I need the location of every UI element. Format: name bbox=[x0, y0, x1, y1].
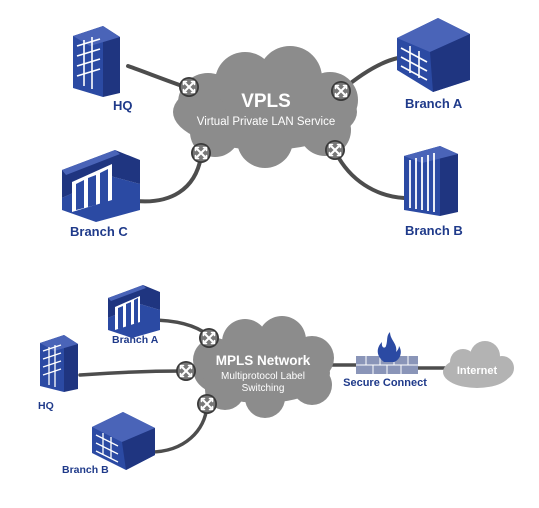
site-label-hq: HQ bbox=[113, 98, 133, 113]
router-icon bbox=[330, 80, 352, 102]
building-icon bbox=[73, 26, 120, 97]
router-icon bbox=[324, 139, 346, 161]
building-icon bbox=[404, 146, 458, 216]
mpls-subtitle-line2: Switching bbox=[242, 383, 285, 394]
link-branch-b bbox=[334, 151, 406, 200]
warehouse-icon bbox=[62, 150, 140, 222]
warehouse-icon bbox=[108, 285, 160, 338]
mpls-title: MPLS Network bbox=[216, 353, 311, 368]
link-branch-c bbox=[134, 155, 203, 204]
router-icon bbox=[178, 76, 200, 98]
firewall-icon bbox=[356, 332, 418, 374]
router-icon bbox=[190, 142, 212, 164]
site-label-branch-b: Branch B bbox=[405, 223, 463, 238]
building-icon bbox=[92, 412, 155, 470]
firewall-label: Secure Connect bbox=[343, 377, 427, 389]
router-icon bbox=[175, 360, 197, 382]
bottom-site-label-branch-a: Branch A bbox=[112, 334, 159, 346]
link-bottom-hq bbox=[78, 369, 187, 377]
site-label-branch-a: Branch A bbox=[405, 96, 463, 111]
router-icon bbox=[196, 393, 218, 415]
internet-cloud bbox=[443, 341, 514, 388]
link-hq bbox=[126, 64, 190, 90]
bottom-site-label-hq: HQ bbox=[38, 400, 54, 412]
building-icon bbox=[397, 18, 470, 92]
vpls-subtitle: Virtual Private LAN Service bbox=[197, 116, 335, 128]
link-bottom-branch-b bbox=[148, 404, 209, 454]
mpls-subtitle-line1: Multiprotocol Label bbox=[221, 371, 305, 382]
bottom-site-label-branch-b: Branch B bbox=[62, 464, 109, 476]
router-icon bbox=[198, 327, 220, 349]
vpls-title: VPLS bbox=[241, 91, 291, 112]
building-icon bbox=[40, 335, 78, 392]
internet-label: Internet bbox=[457, 365, 498, 377]
mpls-cloud bbox=[193, 316, 334, 418]
site-label-branch-c: Branch C bbox=[70, 224, 128, 239]
